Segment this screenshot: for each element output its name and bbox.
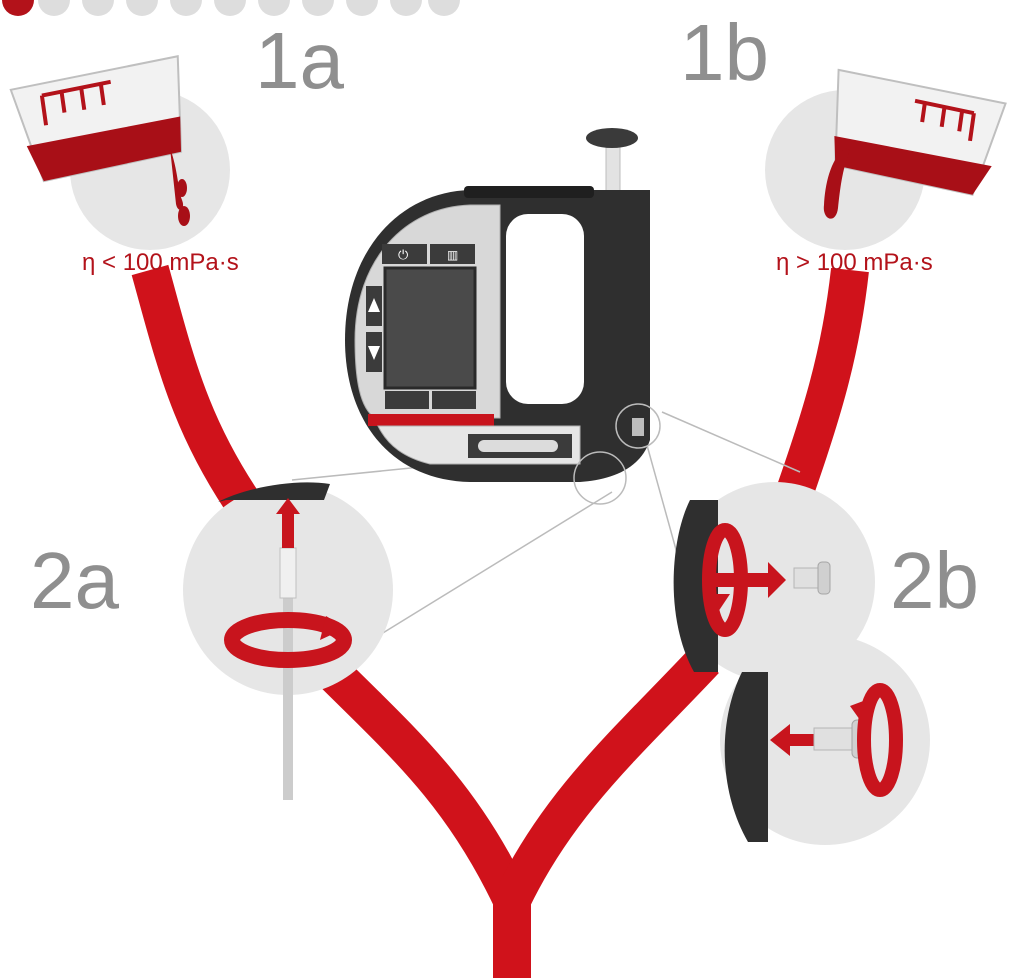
arrow-icon bbox=[276, 498, 300, 548]
step-1a-label: 1a bbox=[255, 16, 344, 105]
step-2b-label: 2b bbox=[890, 536, 979, 625]
step-1b-label: 1b bbox=[680, 8, 769, 97]
flow-path-left bbox=[131, 264, 271, 532]
softkey-left[interactable] bbox=[385, 391, 429, 409]
plunger-knob[interactable] bbox=[586, 128, 638, 148]
progress-dot[interactable] bbox=[258, 0, 290, 16]
progress-dot[interactable] bbox=[126, 0, 158, 16]
softkey-right[interactable] bbox=[432, 391, 476, 409]
progress-dot[interactable] bbox=[346, 0, 378, 16]
step-1b-panel: 1b η > 100 mPa·s bbox=[680, 8, 1007, 276]
trash-icon: ▥ bbox=[447, 248, 458, 262]
red-stripe bbox=[368, 414, 494, 426]
arrow-icon bbox=[770, 724, 815, 756]
rotate-arrow-icon bbox=[224, 612, 352, 668]
rotate-arrow-icon bbox=[850, 683, 903, 797]
triangle-up-icon bbox=[368, 298, 380, 312]
flow-path-trunk-right bbox=[494, 647, 719, 909]
progress-dots bbox=[2, 0, 460, 16]
flow-path-right bbox=[767, 267, 869, 527]
flow-paths bbox=[131, 264, 869, 978]
display-screen bbox=[383, 266, 477, 390]
progress-dot[interactable] bbox=[38, 0, 70, 16]
progress-dot-active[interactable] bbox=[2, 0, 34, 16]
power-button[interactable] bbox=[382, 244, 427, 264]
device: ⏻ ▥ bbox=[345, 128, 661, 505]
plunger-rod bbox=[605, 141, 621, 193]
progress-dot[interactable] bbox=[428, 0, 460, 16]
measuring-cup-icon bbox=[9, 55, 183, 183]
step-2b-panel: 2b bbox=[673, 482, 979, 845]
progress-dot[interactable] bbox=[82, 0, 114, 16]
viscosity-low-label: η < 100 mPa·s bbox=[82, 249, 239, 276]
liquid-pour bbox=[823, 148, 850, 219]
device-edge bbox=[724, 672, 768, 842]
arrow-icon bbox=[705, 562, 786, 598]
zoom-marker-inlet bbox=[573, 451, 627, 505]
zoom-marker-side bbox=[615, 403, 661, 449]
device-grip bbox=[464, 186, 594, 198]
progress-dot[interactable] bbox=[214, 0, 246, 16]
device-edge bbox=[218, 482, 330, 502]
screw-plug-icon bbox=[793, 561, 831, 595]
step-2a-label: 2a bbox=[30, 536, 119, 625]
progress-dot[interactable] bbox=[390, 0, 422, 16]
tube-fitting bbox=[279, 547, 297, 599]
triangle-down-icon bbox=[368, 346, 380, 360]
step-2a-panel: 2a bbox=[30, 482, 393, 800]
progress-dot[interactable] bbox=[302, 0, 334, 16]
measuring-cup-icon bbox=[834, 68, 1007, 196]
step-1a-panel: 1a η < 100 mPa·s bbox=[9, 16, 344, 276]
grip-opening bbox=[506, 214, 584, 404]
delete-button[interactable] bbox=[430, 244, 475, 264]
side-port bbox=[632, 418, 644, 436]
power-icon: ⏻ bbox=[398, 248, 408, 263]
viscosity-high-label: η > 100 mPa·s bbox=[776, 249, 933, 276]
flow-path-trunk-left bbox=[306, 646, 530, 909]
progress-dot[interactable] bbox=[170, 0, 202, 16]
